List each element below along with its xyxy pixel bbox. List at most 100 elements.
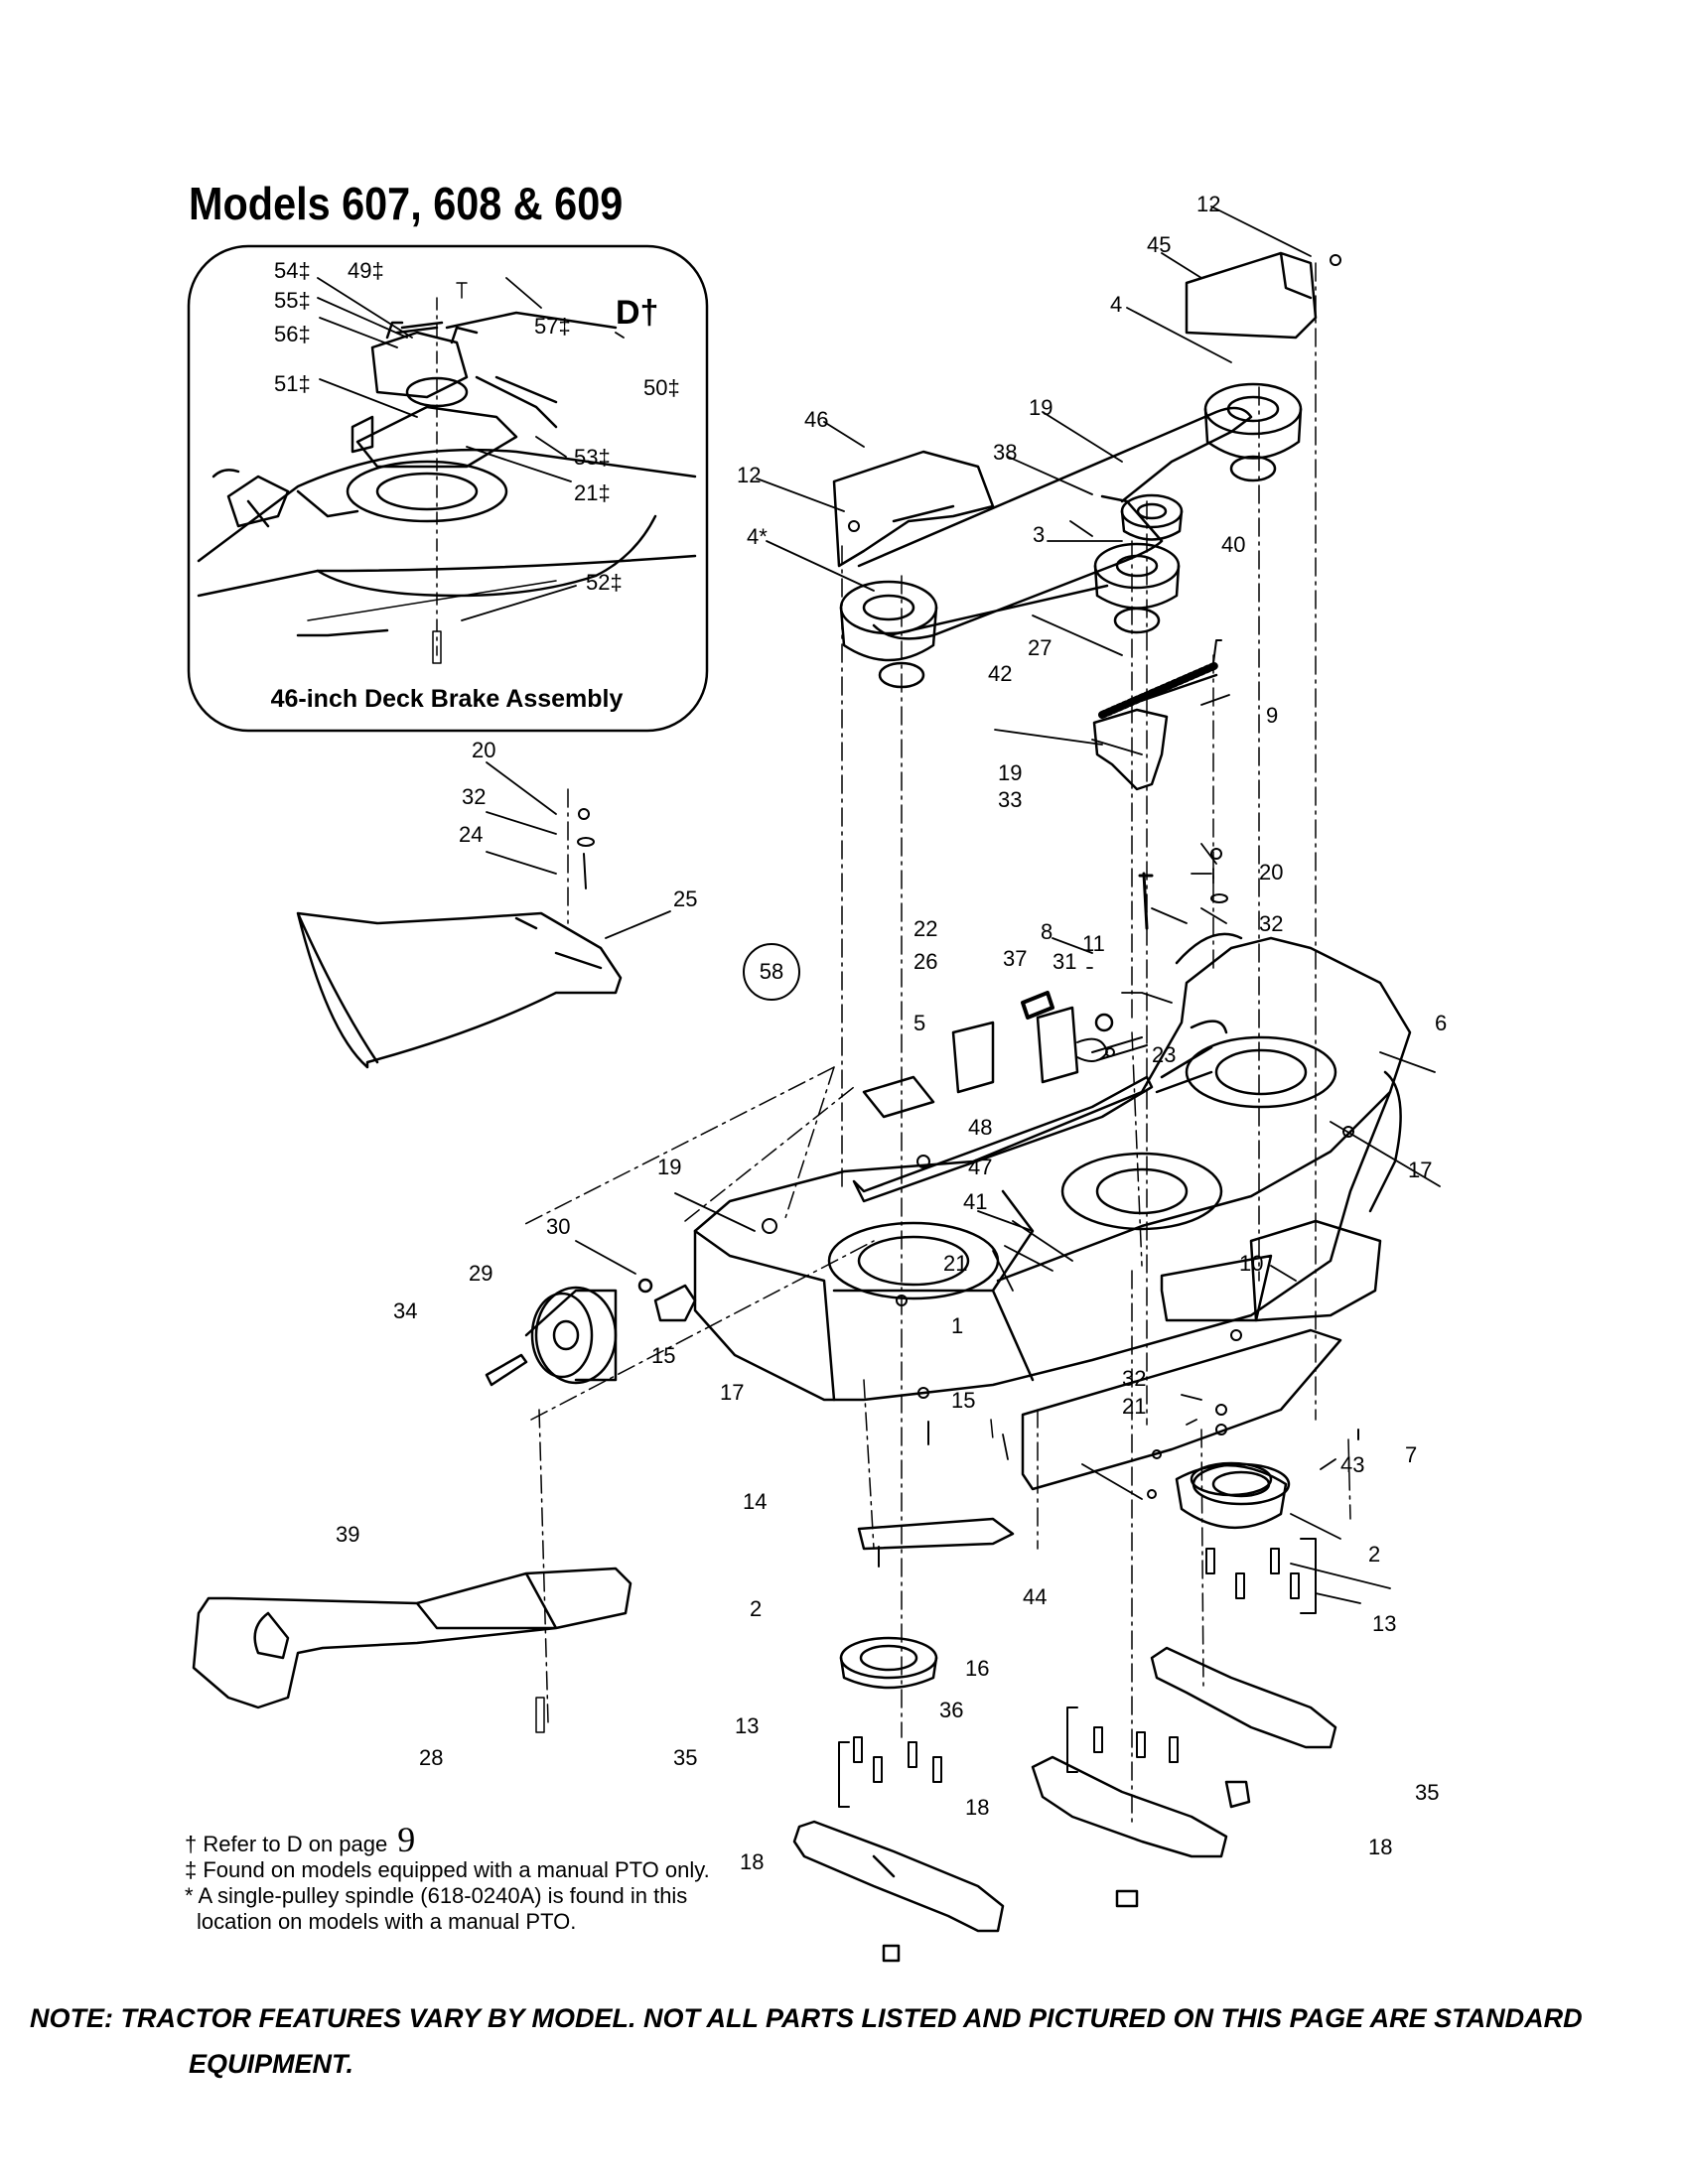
footnote-asterisk: * A single-pulley spindle (618-0240A) is…	[185, 1883, 688, 1908]
callout-label: 48	[968, 1115, 993, 1140]
callout-label: 15	[651, 1343, 676, 1368]
callout-label: 17	[1408, 1158, 1433, 1182]
drive-belt	[857, 406, 1253, 640]
callout-label: 22	[913, 916, 938, 941]
callout-label: 23	[1152, 1042, 1177, 1067]
gauge-wheel	[485, 1278, 653, 1387]
callout-label: 20	[1259, 860, 1284, 885]
callout-label: 18	[1368, 1835, 1393, 1859]
callout-label: 45	[1147, 232, 1172, 257]
inset-ref-letter: D†	[616, 294, 659, 332]
callout-label: 18	[740, 1849, 765, 1874]
callout-label: 29	[469, 1261, 493, 1286]
callout-label: 9	[1266, 703, 1279, 728]
footnote-double-dagger: ‡ Found on models equipped with a manual…	[185, 1857, 710, 1882]
note-line-2: EQUIPMENT.	[189, 2049, 354, 2079]
callout-label: 20	[472, 738, 496, 762]
callout-label: 13	[735, 1713, 760, 1738]
callout-label: 18	[965, 1795, 990, 1820]
leader-lines	[317, 205, 1441, 1604]
callout-label: 24	[459, 822, 484, 847]
footnotes: † Refer to D on page 9 ‡ Found on models …	[185, 1822, 710, 1935]
callout-label: 4*	[747, 524, 768, 549]
callout-label: 31	[1052, 949, 1077, 974]
callout-label: 15	[951, 1388, 976, 1413]
belt-cover-45	[1185, 251, 1318, 340]
callout-label: 26	[913, 949, 938, 974]
assembly-guide-lines	[520, 262, 1351, 1828]
callout-label: 5	[913, 1011, 926, 1035]
footnote-asterisk-cont: location on models with a manual PTO.	[197, 1909, 577, 1934]
callout-label: 56‡	[274, 322, 311, 346]
callout-label: 12	[1196, 192, 1221, 216]
callout-label: 40	[1221, 532, 1246, 557]
callout-label: 11	[1082, 931, 1105, 956]
spring-27	[1098, 661, 1220, 719]
callout-label: 32	[1259, 911, 1284, 936]
callout-label: 6	[1435, 1011, 1448, 1035]
callout-label: 25	[673, 887, 698, 911]
callout-label: 43	[1340, 1452, 1365, 1477]
callout-label: 47	[968, 1155, 993, 1179]
callout-label: 33	[998, 787, 1023, 812]
hardware	[577, 254, 1359, 1568]
footnote-dagger: † Refer to D on page	[185, 1832, 388, 1856]
callout-label: 27	[1028, 635, 1052, 660]
callout-label: 17	[720, 1380, 745, 1405]
mower-blades	[792, 1646, 1337, 1963]
footnote-page-ref: 9	[397, 1820, 416, 1859]
callout-label: 32	[462, 784, 487, 809]
discharge-chute	[296, 911, 623, 1069]
callout-label: 19	[998, 760, 1023, 785]
callout-label: 35	[1415, 1780, 1440, 1805]
mulch-cover	[192, 1567, 632, 1709]
callout-label: 21	[1122, 1394, 1147, 1419]
callout-label: 16	[965, 1656, 990, 1681]
callout-label: 8	[1041, 919, 1053, 944]
callout-label: 19	[657, 1155, 682, 1179]
pulleys	[839, 382, 1303, 689]
callout-label: 12	[737, 463, 762, 487]
callout-label: 1	[951, 1313, 964, 1338]
bolt-groups	[838, 1538, 1317, 1808]
callout-label: 32	[1122, 1366, 1147, 1391]
callout-label: 21‡	[574, 480, 611, 505]
callout-label: 10	[1239, 1251, 1264, 1276]
page-title: Models 607, 608 & 609	[189, 178, 624, 229]
callout-label: 2	[1368, 1542, 1381, 1567]
inset-frame	[187, 244, 709, 733]
note-line-1: NOTE: TRACTOR FEATURES VARY BY MODEL. NO…	[30, 2003, 1583, 2033]
callout-label: 49‡	[348, 258, 384, 283]
callout-label: 55‡	[274, 288, 311, 313]
equipment-note: NOTE: TRACTOR FEATURES VARY BY MODEL. NO…	[30, 1995, 1658, 2087]
belt-cover-46	[832, 450, 995, 568]
callout-label: 51‡	[274, 371, 311, 396]
callout-label: 53‡	[574, 445, 611, 470]
mower-deck	[653, 932, 1412, 1551]
callout-label: 38	[993, 440, 1018, 465]
callout-label: 36	[939, 1698, 964, 1722]
callout-label: 14	[743, 1489, 768, 1514]
callout-label: 41	[963, 1189, 988, 1214]
inset-brake-drawing	[197, 282, 697, 664]
callout-label: 2	[750, 1596, 763, 1621]
callout-label: 54‡	[274, 258, 311, 283]
callout-label: 21	[943, 1251, 968, 1276]
callout-label: 19	[1029, 395, 1053, 420]
inset-caption: 46-inch Deck Brake Assembly	[270, 685, 624, 713]
callout-label: 46	[804, 407, 829, 432]
callout-label: 35	[673, 1745, 698, 1770]
callout-label: 57‡	[534, 314, 571, 339]
callout-label: 39	[336, 1522, 360, 1547]
callout-label: 52‡	[586, 570, 623, 595]
reference-circle: 58	[743, 943, 800, 1001]
callout-label: 13	[1372, 1611, 1397, 1636]
callout-label: 28	[419, 1745, 444, 1770]
callout-label: 30	[546, 1214, 571, 1239]
callout-label: 50‡	[643, 375, 680, 400]
callout-label: 34	[393, 1298, 418, 1323]
callout-label: 44	[1023, 1584, 1048, 1609]
blade-adapters	[839, 1462, 1291, 1690]
callout-label: 37	[1003, 946, 1028, 971]
